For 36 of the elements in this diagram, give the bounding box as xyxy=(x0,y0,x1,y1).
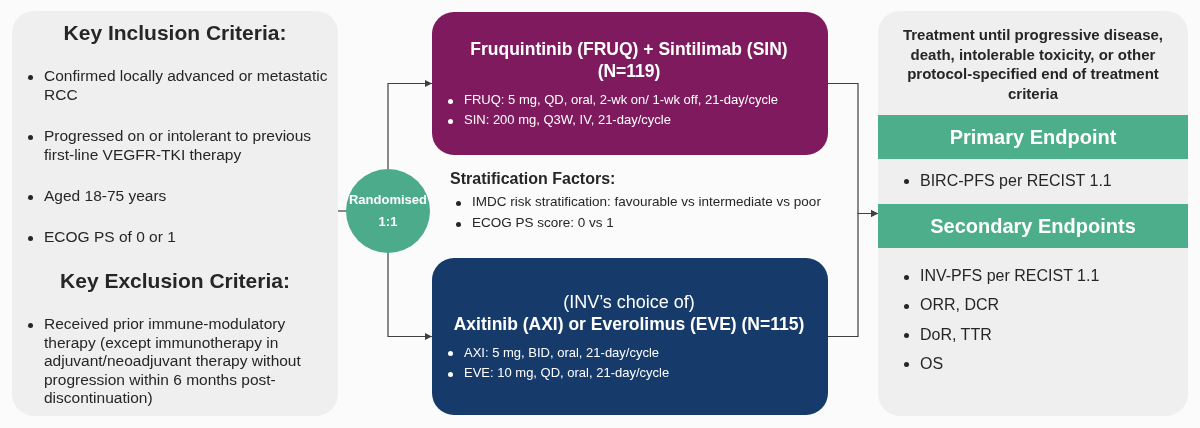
bullet-point: IMDC risk stratification: favourable vs intermediate vs poor xyxy=(450,194,830,211)
bullet-point: DoR, TTR xyxy=(898,324,1174,344)
panel-heading: Treatment until progressive disease, death, intolerable toxicity, or other protocol-specified end of treatment criteria xyxy=(901,25,1165,103)
bullet-point: EVE: 10 mg, QD, oral, 21-day/cycle xyxy=(442,365,816,381)
endpoint-band xyxy=(878,115,1188,159)
criteria-panel xyxy=(12,11,338,416)
bullet-point: OS xyxy=(898,353,1174,373)
bullet-point: Progressed on or intolerant to previous first-line VEGFR-TKI therapy xyxy=(22,127,328,165)
arm-title: Fruquintinib (FRUQ) + Sintilimab (SIN) (N=119) xyxy=(469,39,789,83)
arm-title: Axitinib (AXI) or Everolimus (EVE) (N=115) xyxy=(452,313,806,336)
bullet-point: BIRC-PFS per RECIST 1.1 xyxy=(898,171,1174,191)
arrow xyxy=(387,80,433,170)
connector-line xyxy=(337,210,347,212)
bullet-point: INV-PFS per RECIST 1.1 xyxy=(898,266,1174,286)
bullet-point: ECOG PS of 0 or 1 xyxy=(22,227,328,247)
section-heading: Key Inclusion Criteria: xyxy=(62,21,288,45)
endpoints-panel xyxy=(878,11,1188,416)
band-title: Secondary Endpoints xyxy=(930,214,1136,238)
bullet-point: SIN: 200 mg, Q3W, IV, 21-day/cycle xyxy=(442,112,816,128)
bullet-point: ORR, DCR xyxy=(898,295,1174,315)
bullet-point: Aged 18-75 years xyxy=(22,186,328,206)
band-title: Primary Endpoint xyxy=(949,125,1117,149)
arm-subtitle: (INV’s choice of) xyxy=(562,292,696,314)
treatment-arm-box xyxy=(432,258,828,415)
section-heading: Key Exclusion Criteria: xyxy=(59,268,291,293)
arrow xyxy=(827,210,879,338)
bullet-point: Received prior immune-modulatory therapy (except immunotherapy in adjuvant/neoadjuvant therapy without progression within 6 months post-discontinuation) xyxy=(22,315,328,408)
bullet-point: Confirmed locally advanced or metastatic RCC xyxy=(22,67,328,105)
endpoint-band xyxy=(878,204,1188,249)
arrow xyxy=(387,252,433,340)
node-label: Randomised 1:1 xyxy=(348,190,428,231)
section-heading: Stratification Factors: xyxy=(450,170,617,188)
treatment-arm-box xyxy=(432,12,828,155)
bullet-point: FRUQ: 5 mg, QD, oral, 2-wk on/ 1-wk off, 21-day/cycle xyxy=(442,91,816,108)
bullet-point: ECOG PS score: 0 vs 1 xyxy=(450,215,830,232)
bullet-point: AXI: 5 mg, BID, oral, 21-day/cycle xyxy=(442,344,816,361)
